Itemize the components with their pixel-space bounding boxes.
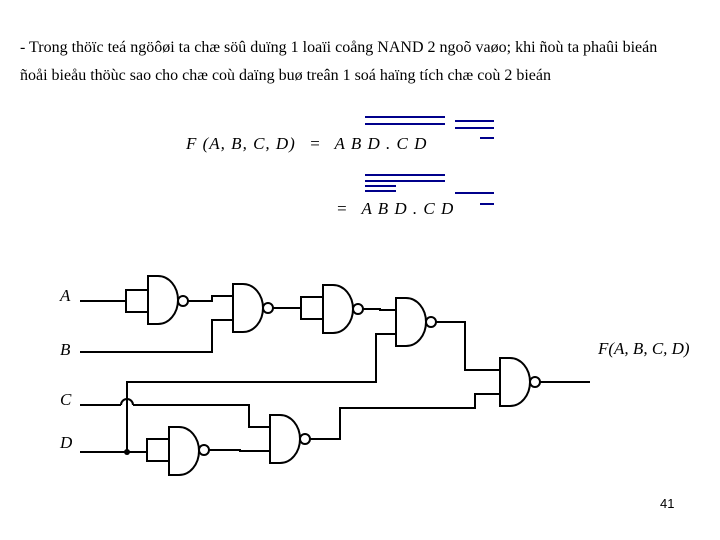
equation-rhs-1: A B D . C D: [334, 134, 428, 153]
output-label: F(A, B, C, D): [598, 339, 690, 358]
gate-1-input-box: [125, 289, 149, 313]
wire-g1-g2: [188, 295, 233, 302]
nand-gate-7: [269, 414, 311, 464]
gate-5-bubble: [529, 376, 541, 388]
nand-gate-2: [232, 283, 274, 333]
nand-gate-4: [395, 297, 437, 347]
nand-gate-5: [499, 357, 541, 407]
page-number: 41: [660, 496, 675, 511]
gate-6-body: [168, 426, 200, 476]
equation-rhs-2: A B D . C D: [361, 199, 455, 218]
gate-6-input-box: [146, 438, 170, 462]
complement-bars: [365, 116, 494, 205]
intro-text: - Trong thöïc teá ngöôøi ta chæ söû duïn…: [20, 34, 720, 90]
intro-line-2: ñoåi bieåu thöùc sao cho chæ coù daïng b…: [20, 67, 551, 84]
nand-gate-1: [125, 275, 189, 325]
wire-c-crossover: [120, 398, 134, 406]
input-label-a: A: [60, 286, 71, 305]
wire-c-right: [133, 404, 270, 428]
wire-g4-g5: [436, 321, 500, 371]
gate-6-bubble: [198, 444, 210, 456]
gate-7-body: [269, 414, 301, 464]
wire-b: [80, 319, 233, 353]
gate-1-bubble: [177, 295, 189, 307]
equation-line-1: F (A, B, C, D) = A B D . C D: [186, 134, 427, 154]
nand-gate-6: [146, 426, 210, 476]
equation-lhs: F (A, B, C, D): [186, 134, 296, 153]
gate-3-input-box: [300, 296, 324, 320]
equation-equals-1: =: [309, 134, 322, 153]
gate-3-bubble: [352, 303, 364, 315]
intro-line-1: - Trong thöïc teá ngöôøi ta chæ söû duïn…: [20, 39, 658, 56]
equation-line-2: = A B D . C D: [336, 199, 454, 219]
gate-1-body: [147, 275, 179, 325]
wire-g6-g7: [209, 449, 270, 452]
gate-2-bubble: [262, 302, 274, 314]
gate-5-body: [499, 357, 531, 407]
wires: [80, 295, 590, 453]
nand-gate-3: [300, 284, 364, 334]
input-label-c: C: [60, 390, 72, 409]
wire-g7-g5: [310, 393, 500, 440]
gate-7-bubble: [299, 433, 311, 445]
gate-4-bubble: [425, 316, 437, 328]
gate-4-body: [395, 297, 427, 347]
gate-2-body: [232, 283, 264, 333]
input-label-b: B: [60, 340, 71, 359]
input-label-d: D: [60, 433, 73, 452]
wire-g3-g4: [363, 308, 396, 311]
equation-equals-2: =: [336, 199, 349, 218]
junction-dot-d: [124, 449, 130, 455]
wire-d-to-g4: [126, 333, 396, 452]
gate-3-body: [322, 284, 354, 334]
